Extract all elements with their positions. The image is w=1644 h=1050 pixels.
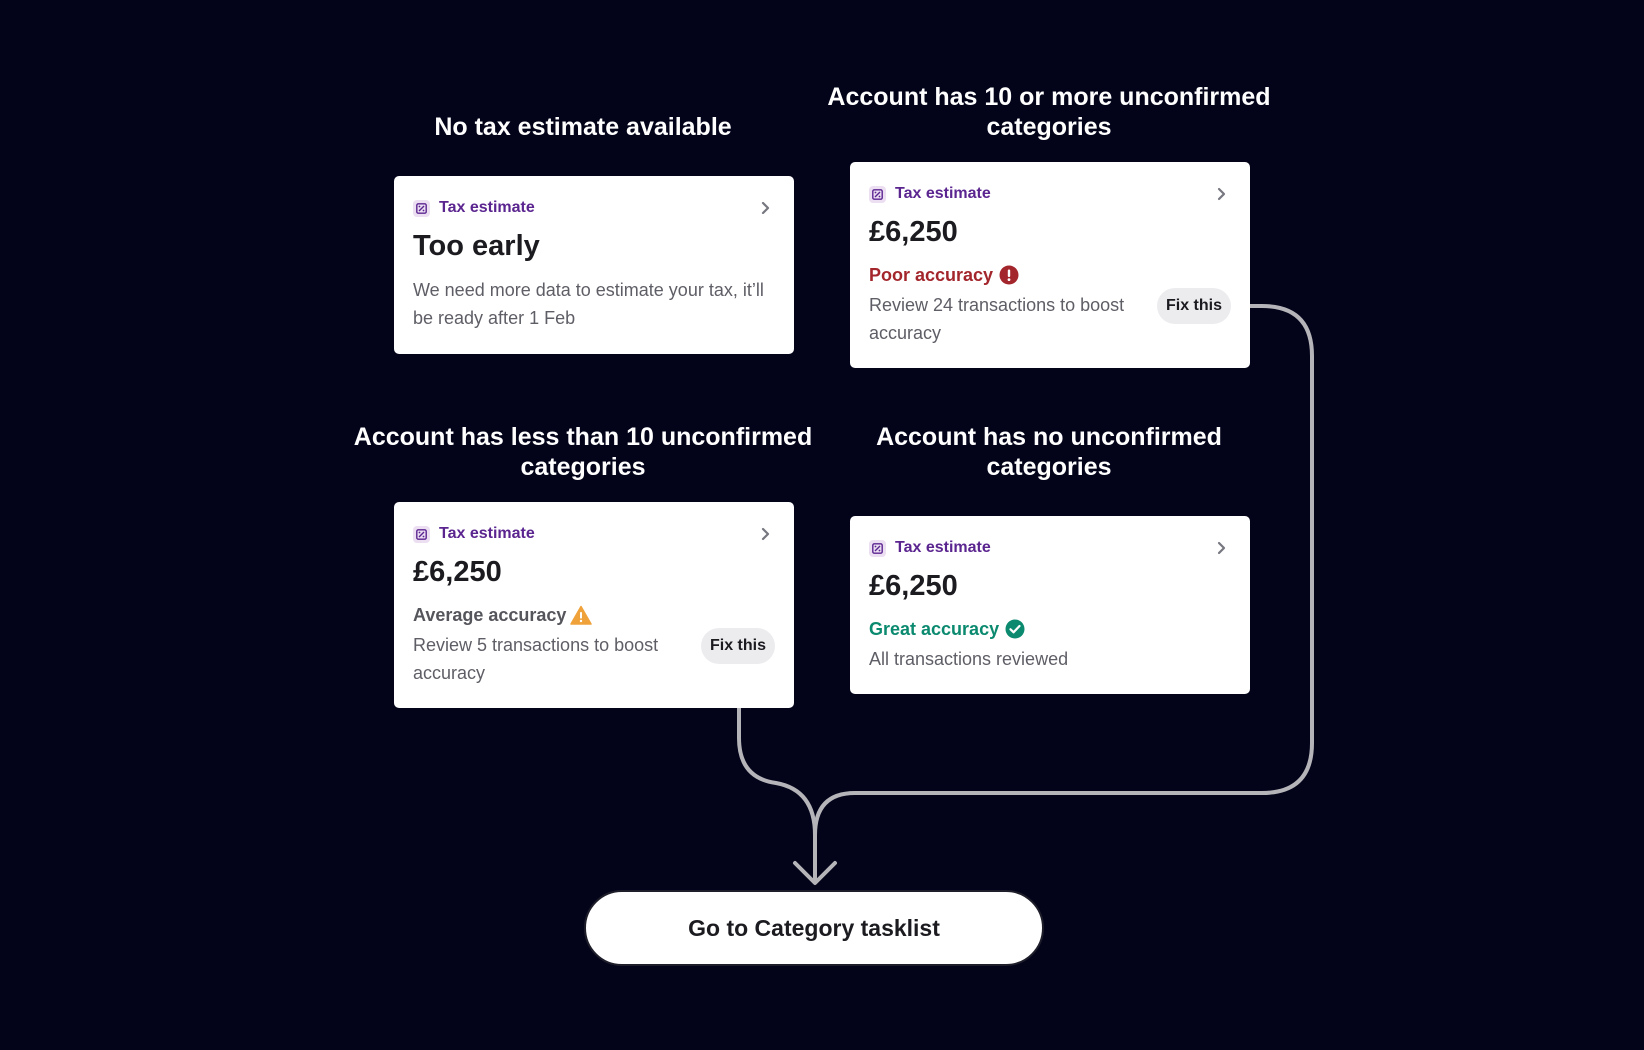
percent-icon xyxy=(869,539,886,557)
accuracy-label: Poor accuracy xyxy=(869,265,994,285)
chevron-right-icon[interactable] xyxy=(761,201,771,215)
card-label: Tax estimate xyxy=(895,539,991,556)
tax-estimate-card-too-early[interactable]: Tax estimate Too early We need more data… xyxy=(394,176,794,354)
chevron-right-icon[interactable] xyxy=(1217,541,1227,555)
estimate-amount: £6,250 xyxy=(413,556,502,588)
accuracy-status: Average accuracy xyxy=(413,604,775,626)
card-header: Tax estimate xyxy=(413,524,775,544)
tax-estimate-card-poor[interactable]: Tax estimate £6,250 Poor accuracy Review… xyxy=(850,162,1250,368)
estimate-description: We need more data to estimate your tax, … xyxy=(413,280,764,328)
chevron-right-icon[interactable] xyxy=(1217,187,1227,201)
percent-icon xyxy=(413,525,430,543)
accuracy-description: All transactions reviewed xyxy=(869,649,1069,669)
arrowhead-icon xyxy=(793,861,837,885)
section-title-ten-or-more: Account has 10 or more unconfirmed categ… xyxy=(827,83,1271,141)
estimate-amount: £6,250 xyxy=(869,216,958,248)
tax-estimate-card-great[interactable]: Tax estimate £6,250 Great accuracy All t… xyxy=(850,516,1250,694)
section-title-less-than-ten: Account has less than 10 unconfirmed cat… xyxy=(353,423,813,481)
card-label: Tax estimate xyxy=(439,199,535,216)
fix-this-button[interactable]: Fix this xyxy=(700,628,775,664)
check-circle-icon xyxy=(1005,619,1025,639)
tax-estimate-card-average[interactable]: Tax estimate £6,250 Average accuracy Rev… xyxy=(394,502,794,708)
estimate-amount: £6,250 xyxy=(869,570,958,602)
accuracy-detail-row: Review 5 transactions to boost accuracy … xyxy=(413,628,775,687)
percent-icon xyxy=(413,199,430,217)
accuracy-description: Review 24 transactions to boost accuracy xyxy=(869,295,1125,343)
accuracy-label: Great accuracy xyxy=(869,619,1000,639)
estimate-status: Too early xyxy=(413,230,540,262)
card-header: Tax estimate xyxy=(869,184,1231,204)
go-to-category-tasklist-button[interactable]: Go to Category tasklist xyxy=(584,890,1044,966)
card-header: Tax estimate xyxy=(869,538,1231,558)
section-title-no-estimate: No tax estimate available xyxy=(434,113,732,141)
section-title-none: Account has no unconfirmed categories xyxy=(876,423,1222,481)
connector-average-to-cta xyxy=(737,670,817,882)
card-header: Tax estimate xyxy=(413,198,775,218)
exclamation-circle-icon xyxy=(999,265,1019,285)
fix-this-button[interactable]: Fix this xyxy=(1156,288,1231,324)
accuracy-label: Average accuracy xyxy=(413,605,567,625)
percent-icon xyxy=(869,185,886,203)
connector-poor-to-cta xyxy=(813,304,1314,837)
accuracy-status: Poor accuracy xyxy=(869,264,1231,286)
warning-triangle-icon xyxy=(570,605,593,625)
card-label: Tax estimate xyxy=(439,525,535,542)
accuracy-status: Great accuracy xyxy=(869,618,1231,640)
chevron-right-icon[interactable] xyxy=(761,527,771,541)
card-label: Tax estimate xyxy=(895,185,991,202)
accuracy-detail-row: Review 24 transactions to boost accuracy… xyxy=(869,288,1231,347)
cta-label: Go to Category tasklist xyxy=(688,914,940,941)
accuracy-description: Review 5 transactions to boost accuracy xyxy=(413,635,659,683)
